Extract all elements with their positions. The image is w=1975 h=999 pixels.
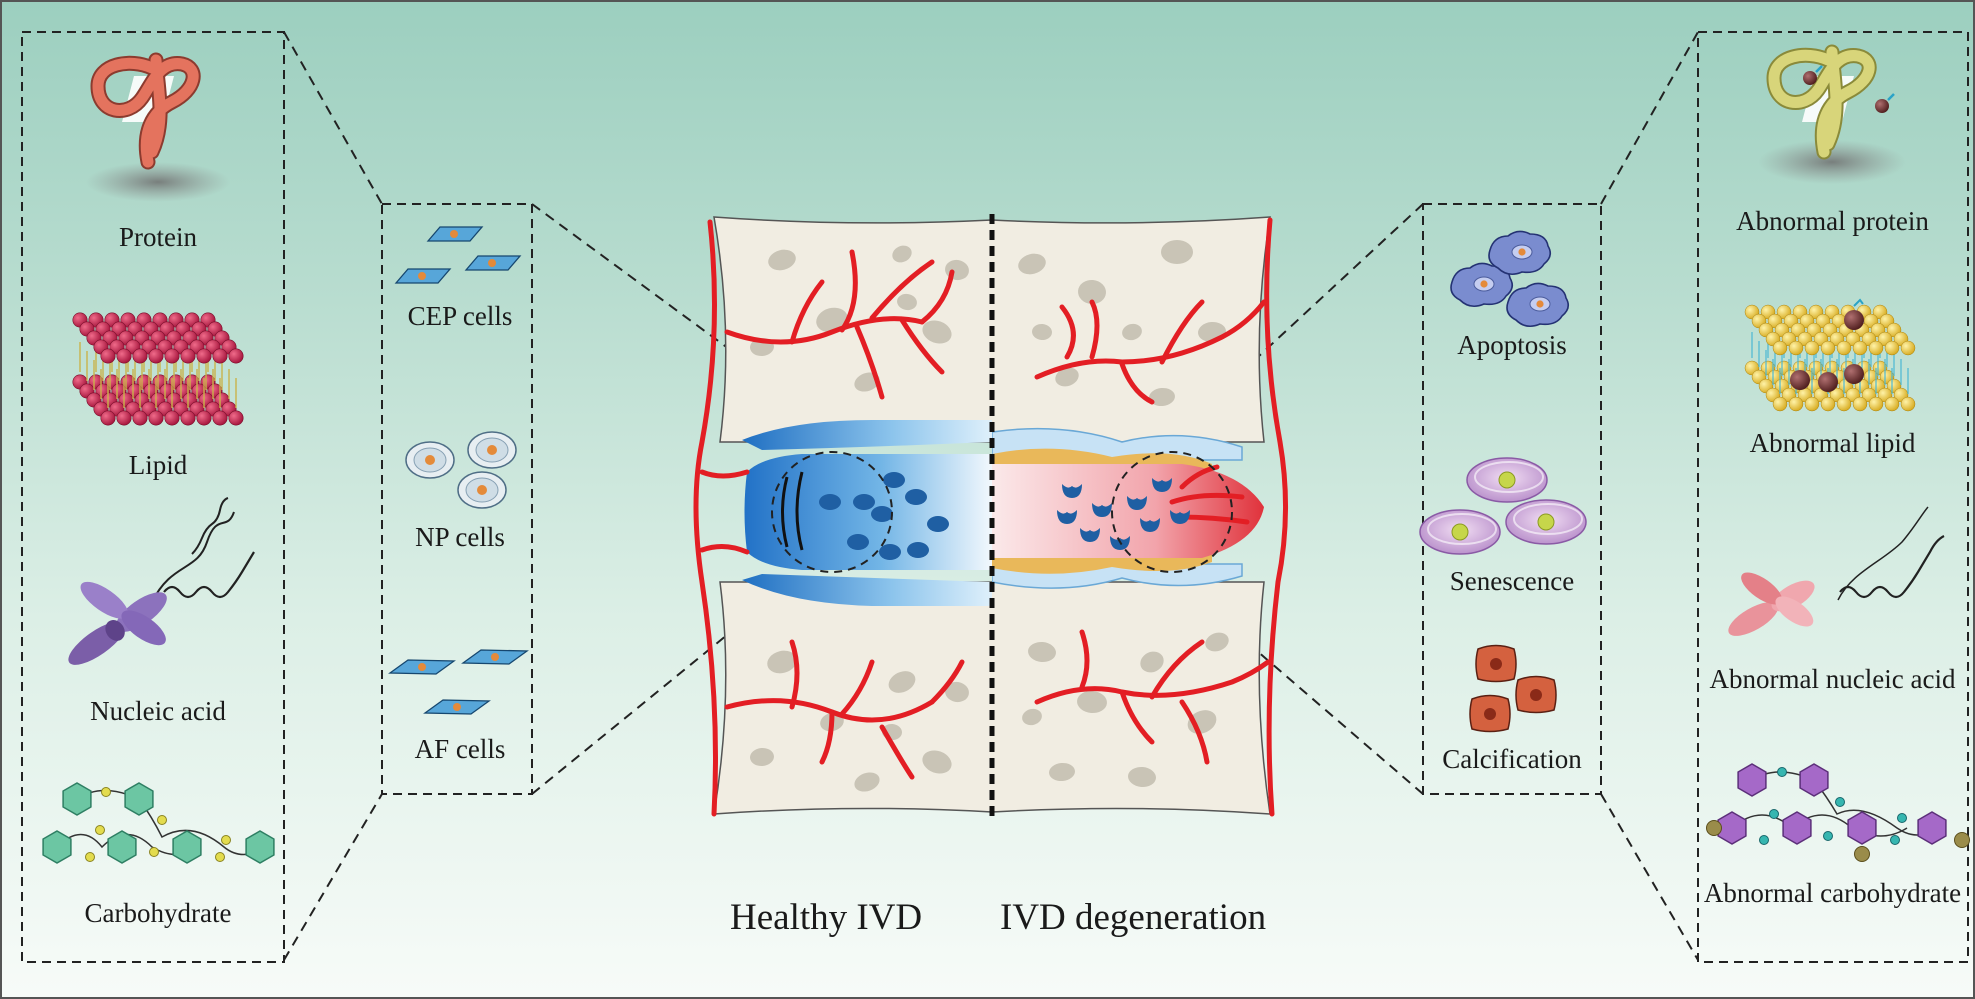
label-cep-cells: CEP cells xyxy=(407,301,513,331)
abnormal-protein-icon xyxy=(1758,44,1906,184)
label-af-cells: AF cells xyxy=(414,734,506,764)
abnormal-lipid-icon xyxy=(1744,298,1916,412)
right-molecule-panel xyxy=(1697,31,1969,963)
ivd-illustration xyxy=(693,214,1288,817)
pathology-panel xyxy=(1422,203,1602,795)
cell-type-panel xyxy=(381,203,533,795)
label-senescence: Senescence xyxy=(1449,566,1575,596)
protein-coil-icon xyxy=(86,52,230,202)
abnormal-chromosome-icon xyxy=(1728,506,1945,636)
healthy-disc xyxy=(742,420,992,606)
caption-healthy-ivd: Healthy IVD xyxy=(730,897,923,938)
label-protein: Protein xyxy=(119,222,197,252)
np-cell-icon xyxy=(405,431,517,509)
af-cell-icon xyxy=(388,649,529,715)
caption-ivd-degeneration: IVD degeneration xyxy=(1000,897,1267,938)
abnormal-carbohydrate-icon xyxy=(1706,763,1970,862)
label-carbohydrate: Carbohydrate xyxy=(84,898,232,928)
degenerated-disc xyxy=(992,427,1264,589)
chromosome-dna-icon xyxy=(68,497,255,665)
label-calcification: Calcification xyxy=(1442,744,1582,774)
label-abnormal-carbohydrate: Abnormal carbohydrate xyxy=(1703,878,1962,908)
cep-cell-icon xyxy=(394,226,522,284)
label-abnormal-protein: Abnormal protein xyxy=(1736,206,1929,236)
label-apoptosis: Apoptosis xyxy=(1457,330,1567,360)
label-lipid: Lipid xyxy=(128,450,188,480)
lipid-bilayer-icon xyxy=(72,312,244,426)
senescent-cell-icon xyxy=(1419,457,1587,555)
label-abnormal-nucleic-acid: Abnormal nucleic acid xyxy=(1709,664,1956,694)
calcified-cell-icon xyxy=(1469,644,1557,733)
left-molecule-panel xyxy=(21,31,285,963)
apoptotic-cell-icon xyxy=(1450,230,1570,328)
label-abnormal-lipid: Abnormal lipid xyxy=(1749,428,1916,458)
label-np-cells: NP cells xyxy=(415,522,505,552)
carbohydrate-chain-icon xyxy=(42,782,275,864)
label-nucleic-acid: Nucleic acid xyxy=(90,696,226,726)
